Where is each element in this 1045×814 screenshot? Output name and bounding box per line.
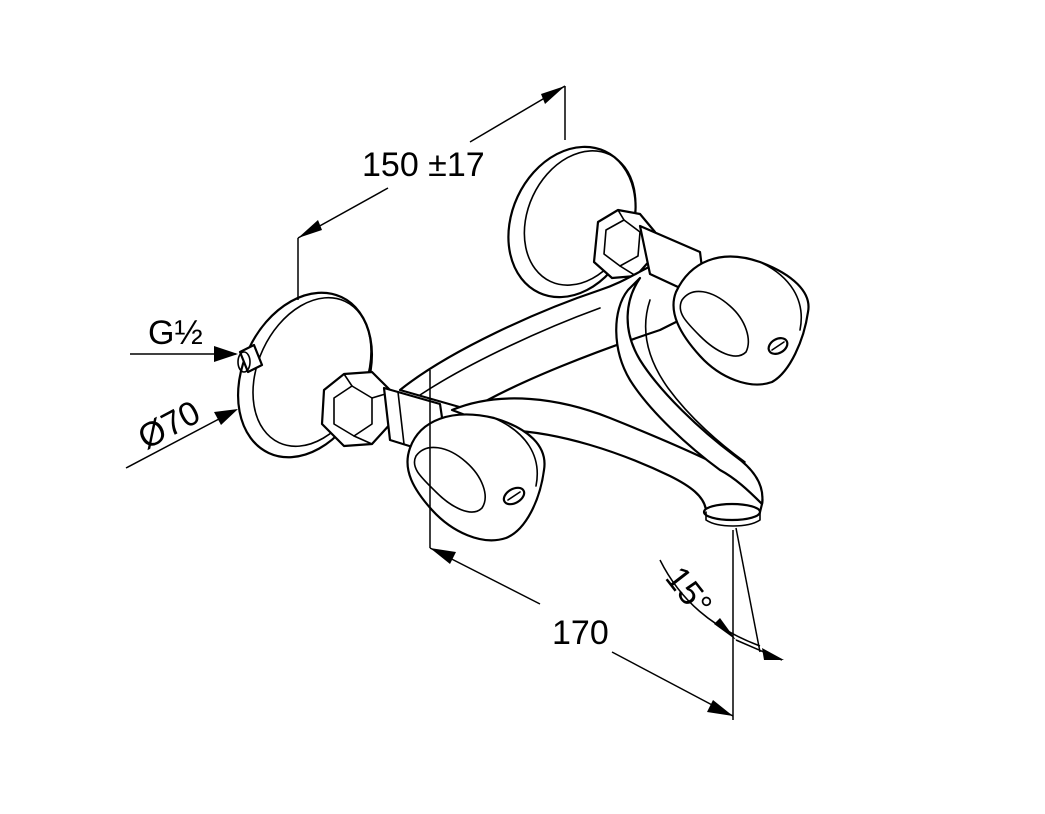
center-distance-label: 150 ±17 [362, 146, 485, 184]
dimension-rosette-diameter: Ø70 [125, 393, 238, 469]
rosette-diameter-label: Ø70 [132, 393, 207, 457]
dimension-thread: G½ [130, 314, 238, 362]
right-handle [672, 255, 810, 386]
dimension-spout-reach: 170 [429, 370, 734, 720]
thread-label: G½ [148, 314, 203, 352]
left-handle [406, 413, 546, 542]
faucet-assembly [236, 145, 810, 542]
dimension-center-distance: 150 ±17 [297, 85, 566, 300]
dimension-swivel-angle: 15° [658, 527, 784, 661]
spout-reach-label: 170 [552, 614, 609, 652]
left-hex-nut [320, 370, 394, 448]
swivel-angle-label: 15° [658, 560, 720, 624]
spout [450, 276, 764, 527]
